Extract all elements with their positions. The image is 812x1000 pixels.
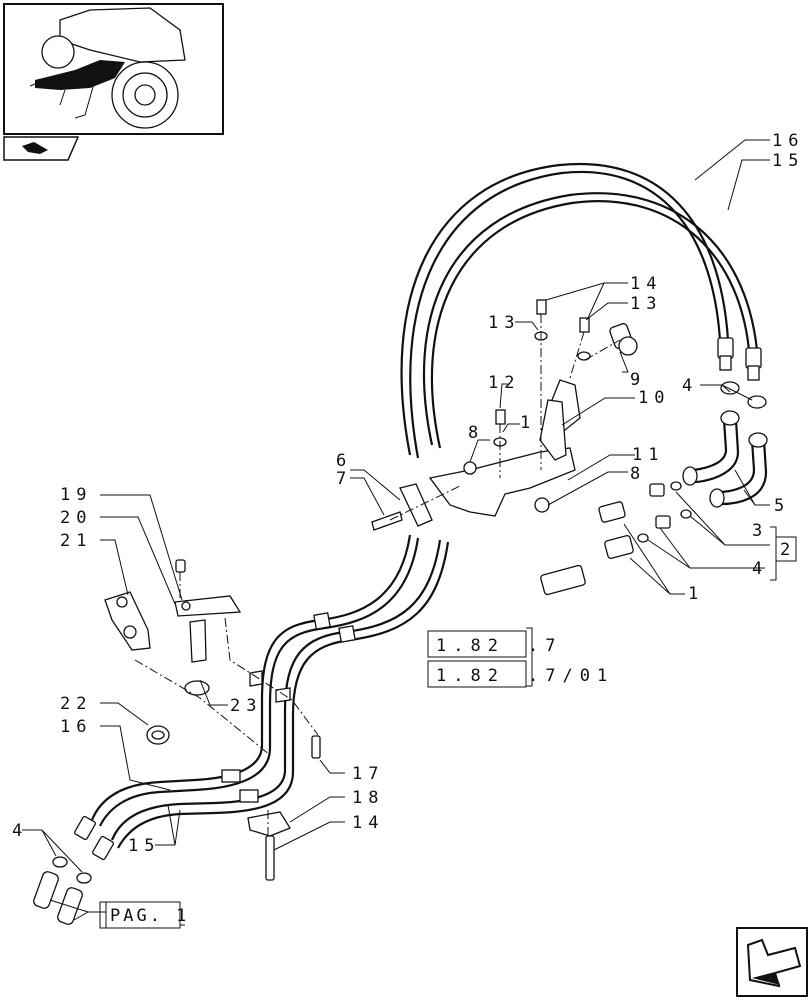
page-reference-box[interactable]: PAG. 1 [99, 901, 189, 929]
callout-4-left: 4 [12, 821, 28, 841]
callout-17: 17 [352, 764, 384, 784]
callout-14-top: 14 [630, 274, 662, 294]
callout-1-low: 1 [688, 584, 704, 604]
reference-suffix-1: .7 [528, 636, 562, 656]
callout-1-mid: 1 [520, 413, 536, 433]
callout-10: 10 [638, 388, 670, 408]
hand-section-icon [3, 136, 80, 161]
reference-code-2: 1.82 [436, 666, 505, 686]
lower-brackets [104, 559, 321, 881]
reference-box-1[interactable]: 1.82 .7 [427, 627, 562, 687]
reference-suffix-2: .7/01 [528, 666, 614, 686]
callout-15-top: 15 [772, 151, 804, 171]
callout-20: 20 [60, 508, 92, 528]
callout-12: 12 [488, 373, 520, 393]
callout-4-low: 4 [752, 559, 768, 579]
callout-22: 22 [60, 694, 92, 714]
callout-6: 6 [336, 451, 352, 471]
callout-13-left: 13 [488, 313, 520, 333]
callout-2: 2 [780, 540, 796, 560]
next-page-arrow-icon[interactable] [736, 927, 808, 997]
fittings-group [540, 481, 692, 596]
callout-18: 18 [352, 788, 384, 808]
tractor-thumbnail-icon [3, 3, 224, 135]
upper-hose-loops [400, 162, 768, 508]
callout-labels: 16 15 14 13 13 9 12 1 10 4 8 6 7 11 8 5 … [12, 131, 804, 856]
callout-16-top: 16 [772, 131, 804, 151]
callout-7: 7 [336, 469, 352, 489]
callout-4-right: 4 [682, 376, 698, 396]
callout-23: 23 [230, 696, 262, 716]
lower-hoses [33, 534, 450, 925]
callout-13-right: 13 [630, 294, 662, 314]
reference-box-2[interactable]: 1.82 .7/01 [427, 660, 614, 688]
callout-16-low: 16 [60, 717, 92, 737]
callout-19: 19 [60, 485, 92, 505]
callout-11: 11 [632, 445, 664, 465]
callout-15-low: 15 [128, 836, 160, 856]
leader-lines [22, 139, 770, 926]
reference-code-1: 1.82 [436, 636, 505, 656]
callout-2-box[interactable] [770, 526, 797, 581]
callout-9: 9 [630, 370, 646, 390]
callout-5: 5 [774, 496, 790, 516]
callout-8-mid: 8 [630, 464, 646, 484]
callout-21: 21 [60, 531, 92, 551]
callout-14-low: 14 [352, 813, 384, 833]
page-reference-label: PAG. 1 [110, 906, 189, 926]
callout-3: 3 [752, 521, 768, 541]
callout-8-top: 8 [468, 423, 484, 443]
